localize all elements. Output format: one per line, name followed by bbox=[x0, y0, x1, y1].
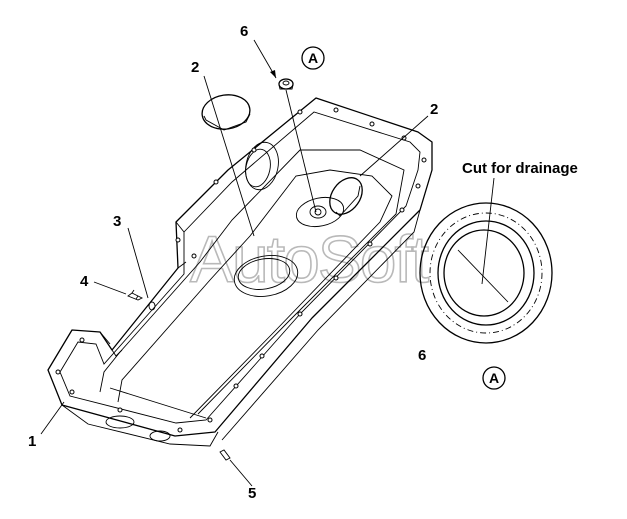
callout-2-left: 2 bbox=[191, 59, 199, 76]
view-marker-detail: A bbox=[482, 366, 506, 390]
svg-text:A: A bbox=[308, 50, 318, 66]
callout-2-right: 2 bbox=[430, 101, 438, 118]
callout-4: 4 bbox=[80, 273, 89, 290]
svg-text:A: A bbox=[489, 370, 499, 386]
oil-pan-housing bbox=[47, 97, 433, 447]
detail-note: Cut for drainage bbox=[462, 160, 578, 177]
seal-ring-top bbox=[278, 78, 294, 90]
callout-3: 3 bbox=[113, 213, 121, 230]
detail-view-seal bbox=[419, 202, 553, 344]
callout-1: 1 bbox=[28, 433, 36, 450]
view-marker-top: A bbox=[301, 46, 325, 70]
leader-lines bbox=[40, 39, 495, 487]
cover-plate-right bbox=[329, 177, 363, 217]
cover-plate-left bbox=[201, 94, 251, 131]
callout-5: 5 bbox=[248, 485, 256, 502]
bolt-5 bbox=[219, 449, 231, 461]
bolt-4 bbox=[127, 289, 144, 301]
callout-6-top: 6 bbox=[240, 23, 248, 40]
callout-6-detail: 6 bbox=[418, 347, 426, 364]
watermark: AutoSoft bbox=[190, 222, 429, 296]
washer-3 bbox=[148, 301, 156, 311]
